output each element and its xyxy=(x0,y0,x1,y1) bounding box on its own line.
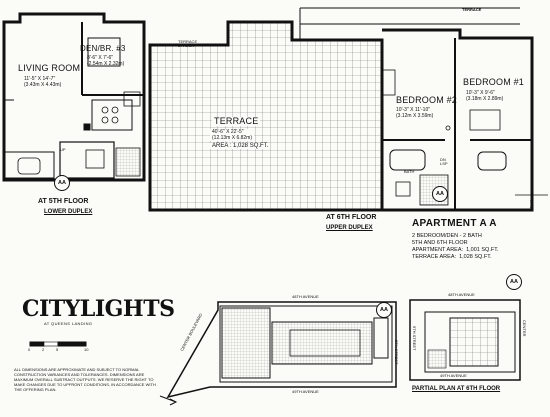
terrace-dimensions: 40'-6" X 22'-5" (12.13m X 6.82m) xyxy=(210,129,255,141)
partial-plan-tag: AA xyxy=(506,274,522,290)
stair-down-label: DN LSP xyxy=(440,157,448,166)
lower-duplex-plan xyxy=(2,12,146,182)
terrace-area: AREA : 1,028 SQ.FT. xyxy=(210,143,271,149)
bedroom-1-label: BEDROOM #1 xyxy=(463,77,525,87)
bath-label: BATH xyxy=(404,169,415,174)
upper-duplex-plan xyxy=(148,7,548,212)
citylights-logo: CITYLIGHTS xyxy=(22,296,175,322)
partial-plan xyxy=(409,299,521,381)
den-dimensions: 8'-6" X 7'-6" (2.54m X 2.32m) xyxy=(87,55,125,67)
living-room-dimensions: 11'-5" X 14'-7" (3.43m X 4.43m) xyxy=(24,76,62,88)
upper-duplex-tag: AA xyxy=(432,186,448,202)
site-bottom-street: 49TH AVENUE xyxy=(292,389,319,394)
site-top-street: 48TH AVENUE xyxy=(292,294,319,299)
partial-plan-caption: PARTIAL PLAN AT 6TH FLOOR xyxy=(412,386,501,392)
apartment-info-line: 5TH AND 6TH FLOOR xyxy=(412,240,468,246)
bedroom-1-dimensions: 10'-3" X 9'-6" (3.18m X 2.89m) xyxy=(466,90,504,102)
living-room-label: LIVING ROOM xyxy=(18,63,81,73)
scale-tick: 0 xyxy=(28,347,31,352)
partial-bottom-street: 49TH AVENUE xyxy=(440,373,467,378)
apartment-info-line: 2 BEDROOM/DEN - 2 BATH xyxy=(412,233,482,239)
upper-duplex-label: UPPER DUPLEX xyxy=(326,225,373,231)
margin-note: A-707 xyxy=(529,200,534,211)
terrace-top-label: TERRACE xyxy=(462,7,482,12)
partial-top-street: 48TH AVENUE xyxy=(448,292,475,297)
lower-duplex-label: LOWER DUPLEX xyxy=(44,209,93,215)
terrace-label: TERRACE xyxy=(212,116,261,126)
upper-floor-label: AT 6TH FLOOR xyxy=(326,214,377,221)
site-side-street: 5TH STREET xyxy=(394,340,399,365)
site-plan-tag: AA xyxy=(376,302,392,318)
lower-up-label: UP xyxy=(60,147,66,152)
bedroom-2-label: BEDROOM #2 xyxy=(396,95,458,105)
scale-bar xyxy=(29,341,87,347)
scale-tick: 10 xyxy=(84,347,89,352)
scale-tick: 5 xyxy=(56,347,59,352)
apartment-title: APARTMENT A A xyxy=(412,218,497,229)
den-label: DEN/BR. #3 xyxy=(80,44,126,53)
site-plan xyxy=(159,301,397,406)
partial-left-street: 5TH STREET xyxy=(412,326,417,351)
lower-duplex-tag: AA xyxy=(54,175,70,191)
scale-tick: 2 xyxy=(42,347,45,352)
partial-right-street: CENTER xyxy=(522,320,527,337)
logo-tagline: AT QUEENS LANDING xyxy=(44,321,93,326)
bedroom-2-dimensions: 10'-3" X 11'-10" (3.12m X 3.59m) xyxy=(396,107,434,119)
disclaimer-text: ALL DIMENSIONS ARE APPROXIMATE AND SUBJE… xyxy=(14,367,156,392)
lower-floor-label: AT 5TH FLOOR xyxy=(38,198,89,205)
apartment-info-line: APARTMENT AREA: 1,001 SQ.FT. xyxy=(412,247,499,253)
terrace-divider-label: TERRACE DIVIDER xyxy=(178,39,198,48)
apartment-info-line: TERRACE AREA: 1,028 SQ.FT. xyxy=(412,254,492,260)
